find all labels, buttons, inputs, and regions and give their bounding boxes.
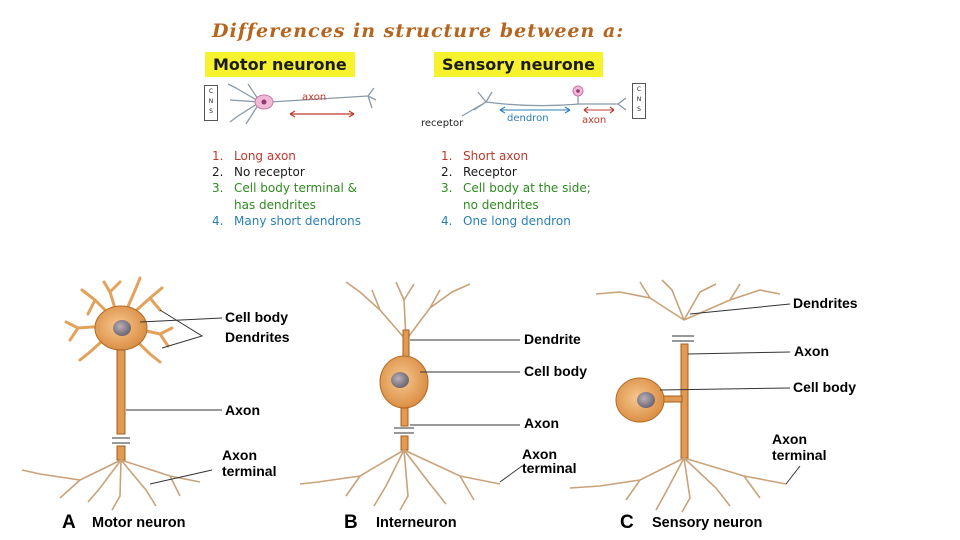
sensory-axon-label: Axon: [794, 343, 829, 359]
interneuron-axon-terminal-label-2: terminal: [522, 460, 576, 476]
sensory-sketch-axon-label: axon: [582, 115, 607, 126]
list-item: 1.Long axon: [212, 149, 296, 163]
motor-neuron-drawing: [21, 276, 201, 511]
cns-box-right: C N S: [632, 83, 646, 119]
list-item-continuation: no dendrites: [463, 197, 539, 212]
sensory-caption-letter: C: [620, 512, 634, 533]
motor-dendrites-label: Dendrites: [225, 329, 290, 345]
interneuron-cell-body-label: Cell body: [524, 363, 587, 379]
list-item: 2.No receptor: [212, 165, 305, 180]
motor-axon-terminal-label-2: terminal: [222, 463, 276, 479]
motor-caption-letter: A: [62, 512, 76, 533]
sensory-sketch-dendron-label: dendron: [507, 113, 549, 124]
motor-neurone-heading: Motor neurone: [205, 52, 355, 77]
sensory-neuron-drawing: [569, 279, 787, 513]
sensory-neurone-sketch: [461, 85, 627, 117]
motor-axon-label: Axon: [225, 402, 260, 418]
interneuron-caption-letter: B: [344, 512, 358, 533]
list-item: 4.Many short dendrons: [212, 213, 361, 228]
motor-leader-lines: [126, 309, 223, 485]
sensory-axon-terminal-label-1: Axon: [772, 431, 807, 447]
sensory-sketch-receptor-label: receptor: [421, 118, 464, 129]
sensory-differences-list: 1.Short axon 2.Receptor 3.Cell body at t…: [441, 148, 591, 229]
sensory-leader-lines: [659, 303, 801, 485]
motor-caption: Motor neuron: [92, 515, 185, 531]
page-title: Differences in structure between a:: [212, 20, 625, 42]
interneuron-leader-lines: [410, 339, 523, 483]
list-item-continuation: has dendrites: [234, 197, 316, 212]
list-item: 3.Cell body terminal &: [212, 181, 358, 196]
interneuron-dendrite-label: Dendrite: [524, 331, 581, 347]
motor-neurone-sketch: [227, 83, 377, 125]
interneuron-axon-label: Axon: [524, 415, 559, 431]
sensory-caption: Sensory neuron: [652, 515, 762, 531]
list-item: 2.Receptor: [441, 165, 517, 180]
list-item: 1.Short axon: [441, 149, 529, 163]
motor-cell-body-label: Cell body: [225, 309, 288, 325]
sensory-dendrites-label: Dendrites: [793, 295, 858, 311]
motor-differences-list: 1.Long axon 2.No receptor 3.Cell body te…: [212, 148, 361, 229]
neuron-types-figure: Cell body Dendrites Axon Axon terminal A…: [21, 276, 858, 533]
list-item: 4.One long dendron: [441, 213, 571, 228]
motor-sketch-axon-label: axon: [302, 92, 327, 103]
list-item: 3.Cell body at the side;: [441, 181, 591, 196]
motor-axon-terminal-label-1: Axon: [222, 447, 257, 463]
interneuron-drawing: [299, 281, 501, 511]
interneuron-axon-terminal-label-1: Axon: [522, 446, 557, 462]
interneuron-caption: Interneuron: [376, 515, 457, 531]
sensory-neurone-heading: Sensory neurone: [434, 52, 603, 77]
cns-box-left: C N S: [204, 85, 218, 121]
sensory-cell-body-label: Cell body: [793, 379, 856, 395]
sensory-axon-terminal-label-2: terminal: [772, 447, 826, 463]
